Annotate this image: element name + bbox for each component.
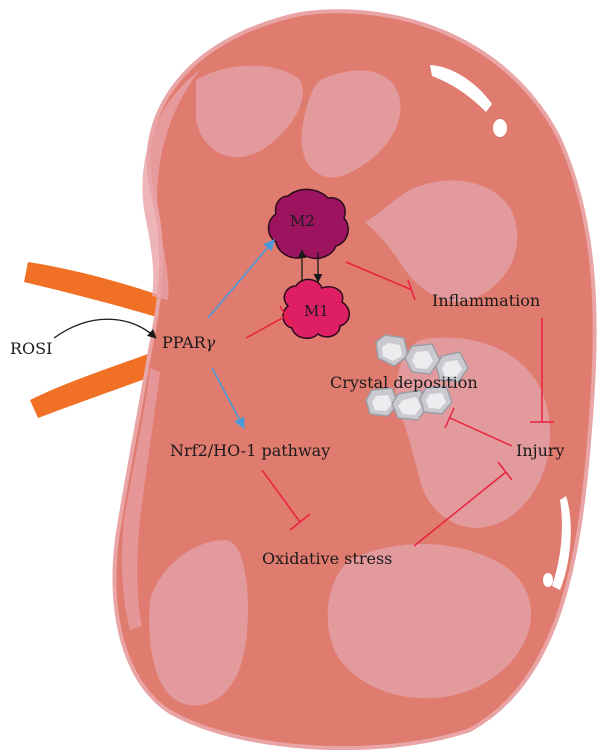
label-inflammation: Inflammation: [432, 291, 540, 310]
inflammation-inhibits-injury: [530, 318, 554, 423]
gloss-highlight-1: [430, 65, 492, 112]
gloss-highlight-2: [493, 119, 507, 137]
kidney-lobe-bottom-left: [149, 540, 248, 706]
injury-inhibits-crystal: [444, 407, 513, 447]
label-m2: M2: [290, 212, 315, 230]
renal-vessel-lower: [30, 350, 164, 418]
m2-inhibits-inflammation: [345, 261, 416, 301]
label-m1: M1: [304, 302, 329, 320]
ppar-to-nrf2-arrow: [211, 367, 245, 429]
ppar-to-m2-arrow: [207, 239, 275, 319]
label-nrf2-pathway: Nrf2/HO-1 pathway: [170, 441, 330, 460]
crystal-4: [365, 387, 399, 417]
crystal-cluster: [365, 334, 469, 421]
label-ppar-main: PPAR: [162, 333, 207, 352]
gloss-highlight-4: [543, 573, 553, 587]
m1-macrophage-cell: [282, 278, 350, 340]
kidney-rim-highlight-lower: [122, 368, 160, 630]
kidney-rim-highlight: [142, 70, 200, 300]
kidney-lobe-upper-right: [365, 180, 518, 302]
ppar-inhibits-m1: [245, 305, 293, 339]
renal-vessel-upper: [24, 262, 168, 318]
label-ppar-gamma: γ: [206, 333, 216, 352]
crystal-1: [375, 334, 409, 367]
crystal-6: [419, 385, 453, 415]
nrf2-inhibits-oxidative: [261, 469, 311, 531]
label-rosi: ROSI: [10, 339, 52, 358]
label-ppar: PPARγ: [162, 333, 216, 352]
gloss-highlight-3: [552, 496, 571, 590]
crystal-2: [404, 343, 441, 375]
m2-macrophage-cell: [267, 188, 349, 260]
kidney-lobe-top-left: [196, 65, 303, 158]
kidney-lobe-top-center: [301, 70, 401, 178]
label-injury: Injury: [516, 441, 565, 460]
label-oxidative-stress: Oxidative stress: [262, 549, 392, 568]
label-crystal-deposition: Crystal deposition: [330, 373, 478, 392]
crystal-3: [435, 351, 469, 383]
crystal-5: [391, 389, 429, 421]
oxidative-inhibits-injury: [413, 461, 513, 547]
kidney-lobe-bottom-right: [327, 543, 532, 699]
rosi-to-ppar-arrow: [53, 318, 157, 339]
